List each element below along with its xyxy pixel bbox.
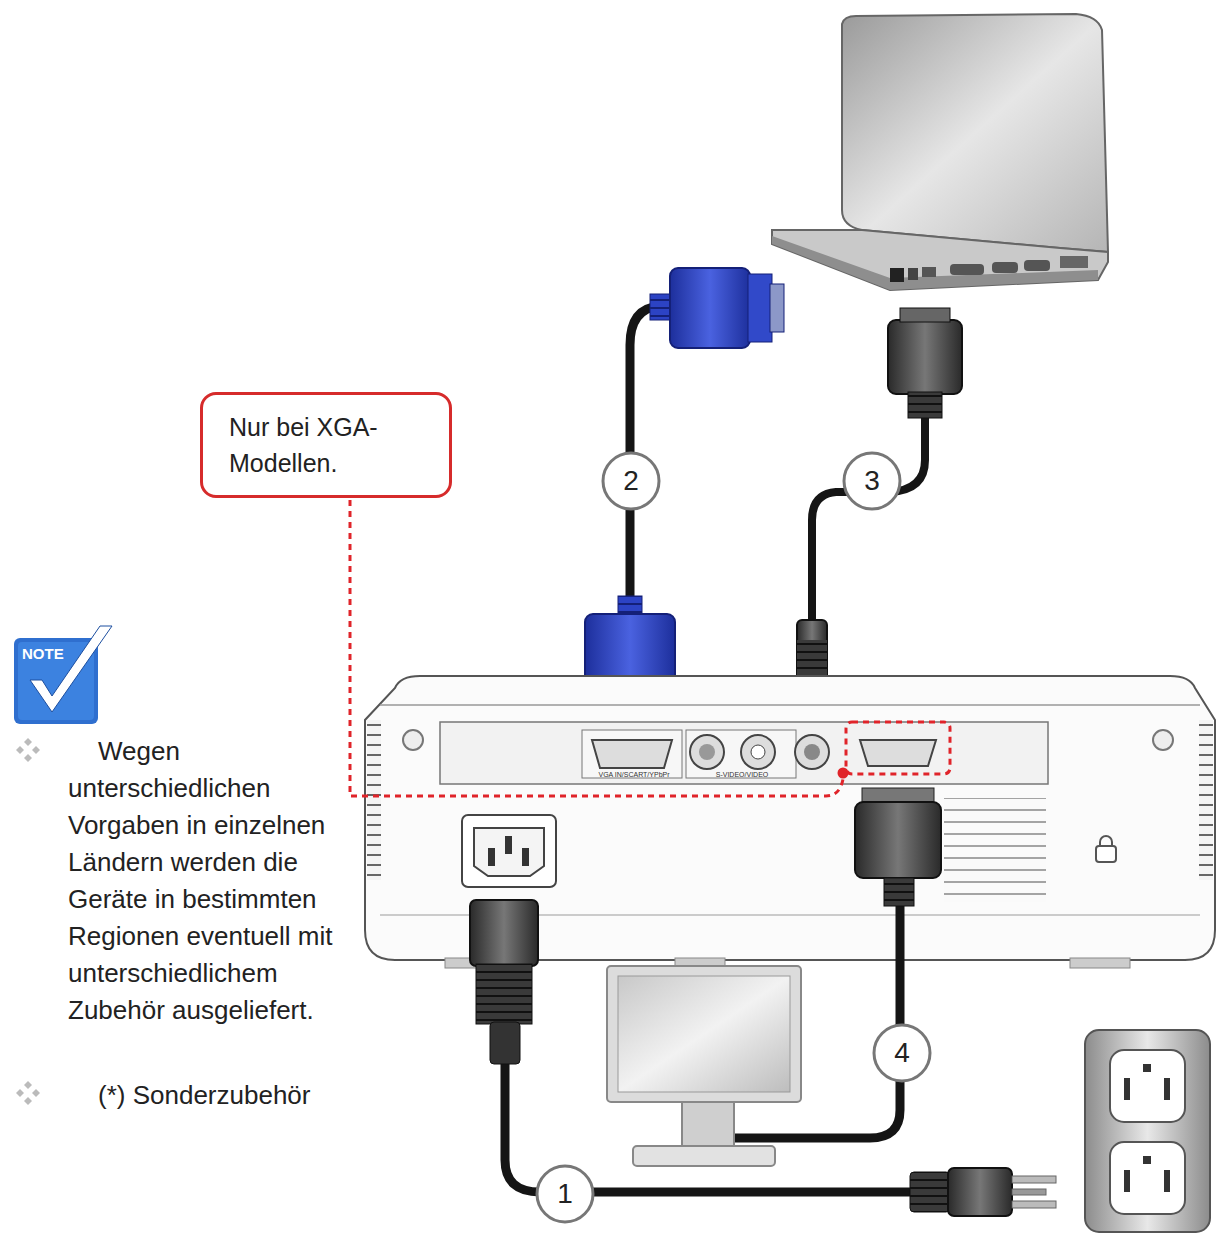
callout-number: 3 [844,464,900,498]
callout-box: Nur bei XGA- Modellen. [200,392,452,498]
callout-number: 2 [603,464,659,498]
serial-cable [797,308,962,724]
note-text: (*) Sonderzubehör [68,1077,368,1114]
port-label: VGA IN/SCART/YPbPr [582,770,686,779]
callout-number: 1 [537,1177,593,1211]
note-icon [14,626,112,724]
bullet-symbol [16,738,40,1105]
vga-cable [585,268,784,726]
leader-line [350,500,950,796]
callout-text: Nur bei XGA- Modellen. [229,409,429,481]
note-heading: NOTE [22,644,82,663]
laptop [772,14,1108,290]
port-label: S-VIDEO/VIDEO [688,770,796,779]
wall-outlet [1085,1030,1210,1232]
note-text: Wegen unterschiedlichen Vorgaben in einz… [68,733,368,1029]
monitor [607,966,801,1166]
callout-circle [537,453,930,1222]
callout-number: 4 [874,1036,930,1070]
projector [365,676,1215,968]
